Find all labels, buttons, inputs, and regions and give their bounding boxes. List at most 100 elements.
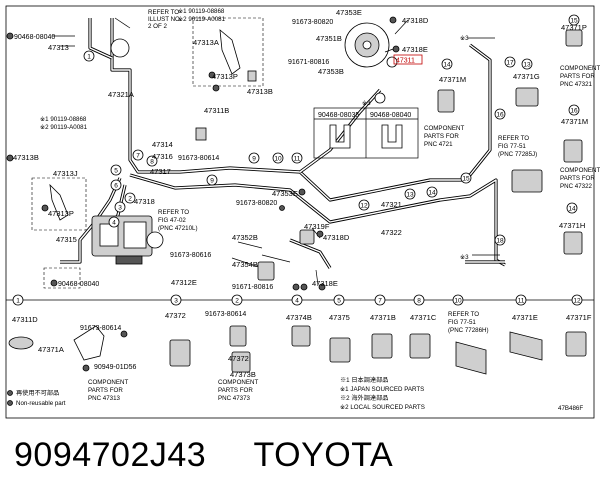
ref-4702-l3: (PNC 47210L) [158,225,198,232]
label-47371g: 47371G [513,72,540,81]
star3-mark-right: ※3 [460,35,469,42]
label-47311b: 47311B [204,106,229,115]
label-47373b: 47373B [230,370,256,379]
label-47313b-top: 47313B [247,87,273,96]
part-labels: 90468-08040 47313 ※1 90119-08868 ※2 9011… [13,8,588,291]
callout-b8: 8 [417,297,421,304]
callout-r14b: 14 [568,205,576,212]
label-47351b: 47351B [316,34,342,43]
label-91673-80614-mid: 91673-80614 [178,155,219,162]
label-47321: 47321 [381,200,402,209]
ref-top-l3: 2 OF 2 [148,23,167,30]
callout-17: 17 [506,59,514,66]
legend-note2-en: ※2 LOCAL SOURCED PARTS [340,404,425,411]
part-number-caption: 9094702J43 TOYOTA [14,436,393,475]
callout-18: 18 [496,237,504,244]
callout-r16: 16 [570,107,578,114]
legend: 再使用不可部品 Non-reusable part ※1 日本調達部品 ※1 J… [7,376,583,412]
comp-47373-l1: COMPONENT [218,379,258,386]
callout-b3: 3 [174,297,178,304]
callout-16: 16 [496,111,504,118]
label-47313: 47313 [48,43,69,52]
callout-numbers: 1 5 6 2 3 4 7 8 9 10 11 9 12 13 14 15 17… [16,17,581,304]
label-47371f: 47371F [566,313,592,322]
callout-b11: 11 [518,297,525,304]
label-b-91673-80614b: 91673-80614 [205,311,246,318]
label-47375: 47375 [329,313,350,322]
callout-b10: 10 [454,297,462,304]
comp-4721-l2: PARTS FOR [424,133,459,140]
callout-9b: 9 [210,177,214,184]
label-90119-08868-mid: ※1 90119-08868 [40,116,87,123]
label-47353e-mid: 47353E [272,189,298,198]
callout-3: 3 [118,204,122,211]
highlight-box [393,54,423,65]
label-91671-80816-mid: 91671-80816 [232,284,273,291]
figure-code: 47B486F [558,405,583,412]
callout-13: 13 [406,191,414,198]
callout-b7: 7 [378,297,382,304]
star3-mark-right-low: ※3 [460,254,469,261]
ref-7751a-l1: REFER TO [498,135,529,142]
label-47315: 47315 [56,235,77,244]
nonreuse-icon-jp [7,390,13,396]
label-47312e: 47312E [171,278,197,287]
legend-note2-jp: ※2 海外調達部品 [340,394,388,402]
callout-1: 1 [87,53,91,60]
label-47371e: 47371E [512,313,538,322]
callout-4: 4 [112,219,116,226]
label-47321a: 47321A [108,90,134,99]
callout-r14: 14 [443,61,451,68]
legend-note1-en: ※1 JAPAN SOURCED PARTS [340,386,424,393]
comp-47322-l1: COMPONENT [560,167,600,174]
leader-lines [31,17,500,289]
legend-note1-jp: ※1 日本調達部品 [340,376,388,384]
label-47313j: 47313J [53,169,78,178]
comp-47322-l3: PNC 47322 [560,183,593,190]
ref-top-l2: ILLUST NO. [148,16,182,23]
label-47354b: 47354B [232,260,258,269]
right-connectors [437,29,583,255]
ref-7751b-l2: FIG 77-51 [448,319,476,326]
clip-parts [6,16,400,291]
label-b-91673-80614: 91673-80614 [80,325,121,332]
callout-markers [12,14,583,306]
label-47372b: 47372 [228,354,249,363]
ref-7751a-l3: (PNC 77285J) [498,151,537,158]
label-47319f: 47319F [304,222,330,231]
label-47318e-mid: 47318E [312,279,338,288]
label-47313p-top: 47313P [212,72,238,81]
comp-47321-l3: PNC 47321 [560,81,593,88]
label-47371a: 47371A [38,345,64,354]
ref-7751b-l3: (PNC 77286H) [448,327,489,334]
callout-12: 12 [360,202,368,209]
callout-8: 8 [150,158,154,165]
label-47318d-mid: 47318D [323,233,350,242]
clip-box [313,107,419,159]
label-91673-80820-top: 91673-80820 [292,19,333,26]
brake-booster [110,22,390,68]
ref-7751b-l1: REFER TO [448,311,479,318]
label-47311d: 47311D [12,315,38,324]
bottom-labels: 47311D 47371A 91673-80614 90949-01D56 47… [12,311,592,379]
label-47371b: 47371B [370,313,396,322]
callout-11: 11 [294,155,301,162]
label-47318: 47318 [134,197,155,206]
label-47371h: 47371H [559,221,585,230]
ref-4702-l2: FIG 47-02 [158,217,186,224]
comp-47322-l2: PARTS FOR [560,175,595,182]
comp-47313-l1: COMPONENT [88,379,128,386]
callout-b12: 12 [573,297,581,304]
label-90468-08040-box: 90468-08040 [370,112,411,119]
brake-tube-parts-diagram: 1 5 6 2 3 4 7 8 9 10 11 9 12 13 14 15 17… [5,5,600,419]
label-47371m-mid: 47371M [439,75,466,84]
callout-14: 14 [428,189,436,196]
